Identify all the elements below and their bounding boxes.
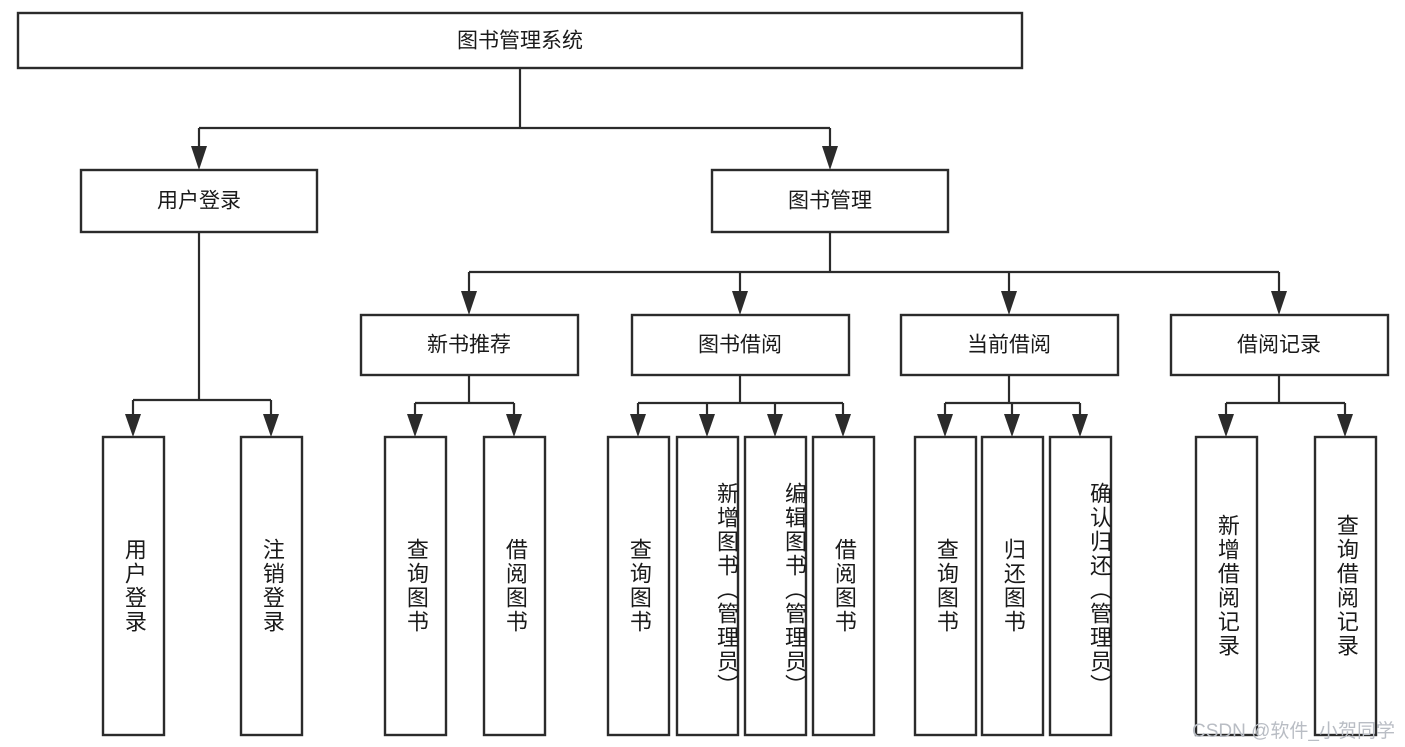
node-box-current-borrow[interactable] (899, 313, 1120, 377)
connector-group-new-book-recommend (407, 375, 522, 437)
arrow-to-leaf-edit-book (767, 414, 783, 437)
connector-group-user-login (125, 232, 279, 437)
node-label-book-borrow: 图书借阅 (698, 334, 782, 357)
node-box-leaf-query-book-2[interactable] (606, 435, 671, 737)
arrow-to-leaf-query-book-3 (937, 414, 953, 437)
arrow-to-leaf-confirm-return (1072, 414, 1088, 437)
node-box-leaf-edit-book[interactable] (743, 435, 808, 737)
connector-group-root (191, 68, 838, 170)
node-box-user-login[interactable] (79, 168, 319, 234)
node-box-leaf-query-record[interactable] (1313, 435, 1378, 737)
arrow-to-leaf-logout-login (263, 414, 279, 437)
node-label-book-manage: 图书管理 (788, 190, 872, 213)
arrow-to-leaf-add-record (1218, 414, 1234, 437)
node-box-leaf-confirm-return[interactable] (1048, 435, 1113, 737)
arrow-to-current-borrow (1001, 291, 1017, 315)
connector-group-current-borrow (937, 375, 1088, 437)
arrow-to-leaf-user-login (125, 414, 141, 437)
arrow-to-new-book-recommend (461, 291, 477, 315)
connector-group-book-manage (461, 232, 1287, 315)
arrow-to-leaf-query-book-1 (407, 414, 423, 437)
node-box-book-manage[interactable] (710, 168, 950, 234)
arrow-to-leaf-query-book-2 (630, 414, 646, 437)
node-box-leaf-logout-login[interactable] (239, 435, 304, 737)
arrow-to-book-manage (822, 146, 838, 170)
node-label-user-login: 用户登录 (157, 190, 241, 213)
arrow-to-leaf-add-book (699, 414, 715, 437)
arrow-to-leaf-query-record (1337, 414, 1353, 437)
node-box-leaf-add-record[interactable] (1194, 435, 1259, 737)
arrow-to-leaf-return-book (1004, 414, 1020, 437)
node-label-current-borrow: 当前借阅 (967, 334, 1051, 357)
node-label-borrow-record: 借阅记录 (1237, 334, 1321, 357)
connector-group-borrow-record (1218, 375, 1353, 437)
node-box-leaf-borrow-book-1[interactable] (482, 435, 547, 737)
node-box-leaf-borrow-book-2[interactable] (811, 435, 876, 737)
node-box-new-book-recommend[interactable] (359, 313, 580, 377)
arrow-to-leaf-borrow-book-2 (835, 414, 851, 437)
node-box-root[interactable] (16, 11, 1024, 70)
node-box-leaf-return-book[interactable] (980, 435, 1045, 737)
node-box-leaf-query-book-3[interactable] (913, 435, 978, 737)
arrow-to-user-login (191, 146, 207, 170)
node-box-leaf-query-book-1[interactable] (383, 435, 448, 737)
node-box-book-borrow[interactable] (630, 313, 851, 377)
node-box-leaf-user-login[interactable] (101, 435, 166, 737)
arrow-to-book-borrow (732, 291, 748, 315)
arrow-to-leaf-borrow-book-1 (506, 414, 522, 437)
arrow-to-borrow-record (1271, 291, 1287, 315)
node-label-root: 图书管理系统 (457, 30, 583, 53)
connector-group-book-borrow (630, 375, 851, 437)
node-box-leaf-add-book[interactable] (675, 435, 740, 737)
node-label-new-book-recommend: 新书推荐 (427, 334, 511, 357)
node-box-borrow-record[interactable] (1169, 313, 1390, 377)
